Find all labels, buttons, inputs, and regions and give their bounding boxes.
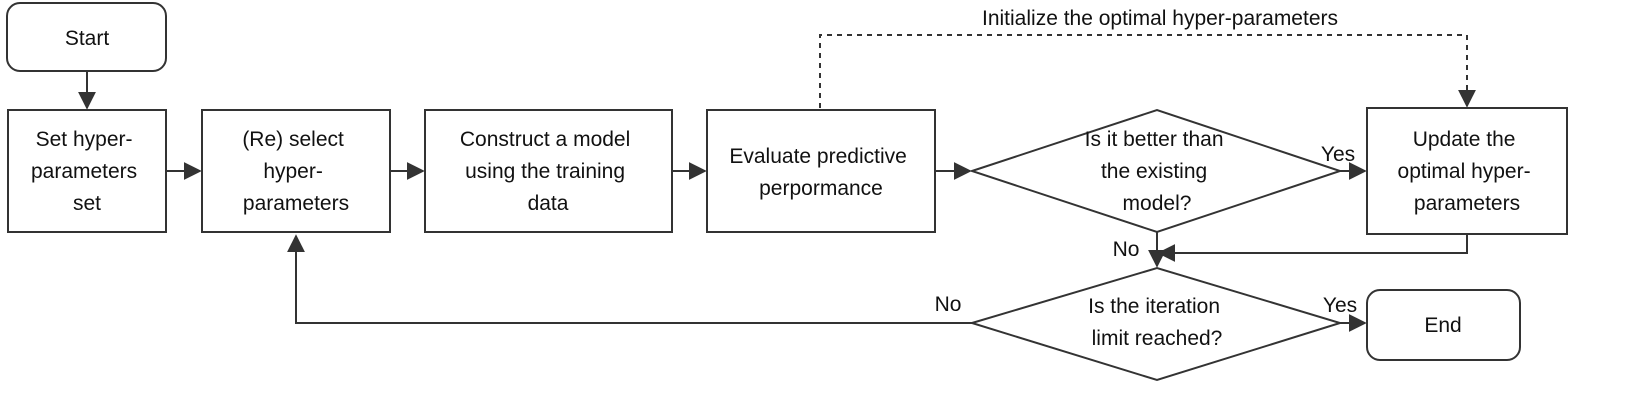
- node-start: Start: [6, 2, 167, 72]
- node-iteration-line-2: limit reached?: [1092, 327, 1223, 350]
- edge-iteration-no-to-reselect: [287, 234, 972, 324]
- node-update-line-2: optimal hyper-: [1398, 160, 1531, 183]
- svg-text:Evaluate predictive perp: Evaluate predictive perpormance: [729, 145, 912, 200]
- label-initialize-optimal: Initialize the optimal hyper-parameters: [982, 7, 1338, 30]
- node-reselect-line-3: parameters: [243, 192, 349, 215]
- edge-update-to-merge: [1157, 234, 1468, 262]
- node-set-line-2: parameters: [31, 160, 137, 183]
- node-better-line-2: the existing: [1101, 160, 1207, 183]
- node-decision-better: Is it better than the existing model?: [968, 108, 1344, 234]
- node-construct-line-1: Construct a model: [460, 128, 630, 151]
- node-iteration-line-1: Is the iteration: [1088, 295, 1220, 318]
- node-reselect-hyperparameters: (Re) select hyper- parameters: [201, 109, 391, 233]
- node-evaluate-performance: Evaluate predictive perpormance: [706, 109, 936, 233]
- node-evaluate-line-1: Evaluate predictive: [729, 145, 906, 168]
- node-set-hyperparameters: Set hyper- parameters set: [7, 109, 167, 233]
- node-better-line-1: Is it better than: [1085, 128, 1224, 151]
- node-construct-line-3: data: [528, 192, 569, 215]
- node-set-line-1: Set hyper-: [36, 128, 133, 151]
- svg-text:Is it better than the ex: Is it better than the existing model?: [1085, 128, 1230, 215]
- label-yes-iteration: Yes: [1323, 294, 1357, 317]
- edge-init-dashed: [819, 34, 1476, 108]
- svg-text:Update the optimal hyper: Update the optimal hyper- parameters: [1398, 128, 1537, 215]
- node-end: End: [1366, 289, 1521, 361]
- svg-text:Is the iteration limit r: Is the iteration limit reached?: [1088, 295, 1226, 350]
- node-construct-line-2: using the training: [465, 160, 625, 183]
- node-update-optimal: Update the optimal hyper- parameters: [1366, 107, 1568, 235]
- node-decision-iteration: Is the iteration limit reached?: [968, 266, 1344, 382]
- label-no-better: No: [1113, 238, 1140, 261]
- svg-text:(Re) select hyper-: (Re) select hyper- parameters: [242, 128, 349, 215]
- node-update-line-3: parameters: [1414, 192, 1520, 215]
- node-better-line-3: model?: [1123, 192, 1192, 215]
- node-reselect-line-1: (Re) select: [242, 128, 344, 151]
- svg-text:Set hyper- parameters: Set hyper- parameters set: [31, 128, 143, 215]
- node-set-line-3: set: [73, 192, 101, 215]
- node-update-line-1: Update the: [1413, 128, 1516, 151]
- node-evaluate-line-2: perpormance: [759, 177, 883, 200]
- node-start-label: Start: [65, 27, 110, 50]
- node-end-label: End: [1424, 314, 1461, 337]
- node-reselect-line-2: hyper-: [263, 160, 323, 183]
- label-yes-better: Yes: [1321, 143, 1355, 166]
- label-no-iteration: No: [935, 293, 962, 316]
- node-construct-model: Construct a model using the training dat…: [424, 109, 673, 233]
- svg-text:Construct a model using: Construct a model using the training dat…: [460, 128, 636, 215]
